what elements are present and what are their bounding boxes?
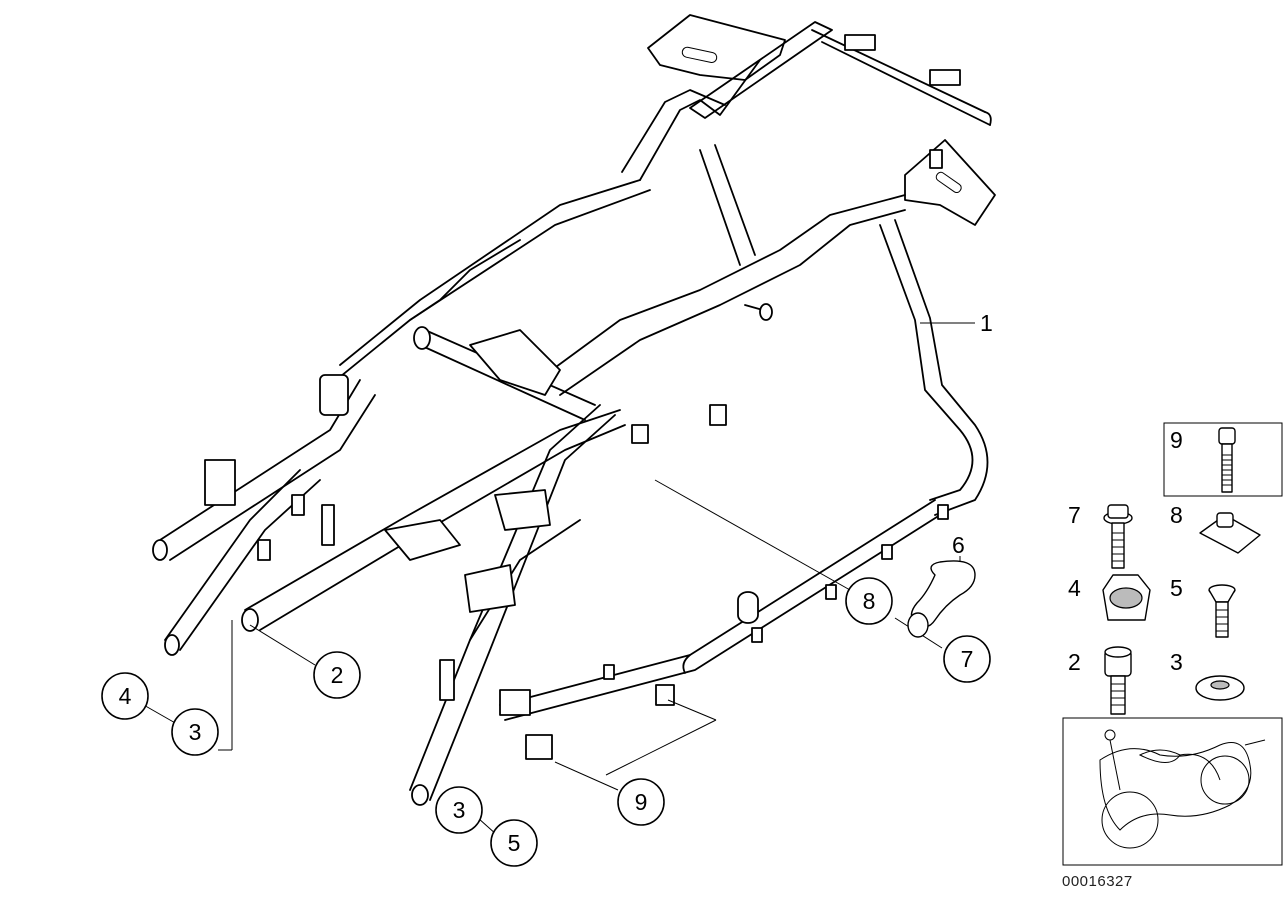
callout-4-left: 4	[101, 672, 149, 720]
legend-label-9: 9	[1170, 427, 1183, 453]
callout-4-left-label: 4	[119, 683, 132, 709]
countersunk-screw-icon	[1208, 584, 1236, 638]
legend-label-4: 4	[1068, 575, 1081, 601]
label-1: 1	[980, 310, 993, 336]
motorcycle-thumbnail-box	[1062, 717, 1283, 866]
callout-5-bottom-label: 5	[508, 830, 521, 856]
legend-label-7: 7	[1068, 502, 1081, 528]
legend-label-2: 2	[1068, 649, 1081, 675]
sleeve-nut-icon	[1218, 427, 1236, 493]
legend-label-5: 5	[1170, 575, 1183, 601]
legend-label-8: 8	[1170, 502, 1183, 528]
callout-7-label: 7	[961, 646, 974, 672]
callout-3-bottom-label: 3	[453, 797, 466, 823]
callout-7: 7	[943, 635, 991, 683]
legend-box-9	[1163, 422, 1283, 497]
legend-label-3: 3	[1170, 649, 1183, 675]
callout-9-bottom: 9	[617, 778, 665, 826]
flange-bolt-icon	[1103, 504, 1133, 569]
hex-nut-icon	[1102, 574, 1151, 621]
callout-8-label: 8	[863, 588, 876, 614]
leader-lines	[141, 322, 975, 836]
callout-2: 2	[313, 651, 361, 699]
callout-3-bottom: 3	[435, 786, 483, 834]
part-code: 00016327	[1062, 873, 1133, 890]
callout-8: 8	[845, 577, 893, 625]
label-6: 6	[952, 532, 965, 558]
callout-3-left: 3	[171, 708, 219, 756]
callout-5-bottom: 5	[490, 819, 538, 867]
callout-2-label: 2	[331, 662, 344, 688]
callout-9-bottom-label: 9	[635, 789, 648, 815]
socket-head-bolt-icon	[1104, 646, 1132, 715]
clip-nut-icon	[1199, 512, 1261, 554]
clamp-loop-icon	[907, 560, 976, 638]
washer-icon	[1195, 675, 1245, 701]
motorcycle-thumbnail-icon	[1099, 729, 1266, 849]
callout-3-left-label: 3	[189, 719, 202, 745]
rear-subframe-drawing	[152, 14, 996, 806]
